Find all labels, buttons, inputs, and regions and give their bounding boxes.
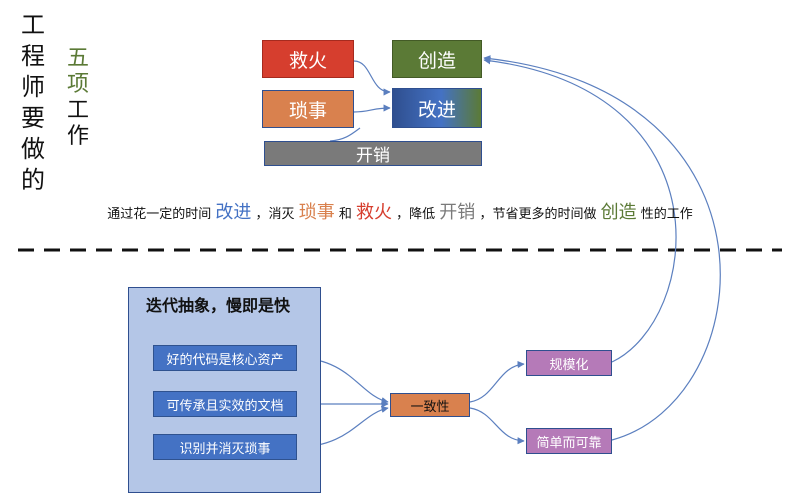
keyword-jiuhuo: 救火 [356,202,392,223]
panel-item-label: 可传承且实效的文档 [166,398,284,414]
panel-item-code: 好的代码是核心资产 [153,345,297,371]
arrow-consistency-scale [469,360,525,403]
vertical-subtitle-count: 五 项 [66,46,90,98]
subtitle-char: 作 [66,124,89,149]
box-label: 改进 [417,98,456,121]
box-label: 开销 [356,146,390,166]
summary-sentence: 通过花一定的时间 改进 ，消灭 琐事 和 救火 ，降低 开销 ，节省更多的时间做… [0,198,800,224]
box-kaixiao: 开销 [264,141,482,166]
node-consistency: 一致性 [390,393,470,417]
title-char: 工 [21,11,45,39]
title-char: 的 [21,166,45,194]
arrow-suoshi-gaijin [353,104,391,113]
keyword-gaijin: 改进 [215,202,252,223]
arrow-consistency-simple [469,407,525,445]
box-label: 救火 [288,49,327,72]
sentence-text: ，降低 [396,207,436,222]
keyword-chuangzao: 创造 [600,202,637,223]
iteration-panel [128,287,321,493]
title-char: 师 [21,73,45,101]
panel-item-label: 识别并消灭琐事 [179,441,271,457]
panel-item-label: 好的代码是核心资产 [166,352,284,368]
arrow-kaixiao-gaijin [329,127,361,142]
arrow-jiuhuo-gaijin [353,60,391,96]
title-char: 要 [21,104,45,132]
arrow-simple-chuangzao [483,55,721,441]
sentence-text: 通过花一定的时间 [107,207,212,222]
box-chuangzao: 创造 [392,40,482,78]
sentence-text: 性的工作 [640,207,693,222]
box-jiuhuo: 救火 [262,40,354,78]
panel-item-docs: 可传承且实效的文档 [153,391,297,417]
node-label: 一致性 [410,399,450,415]
panel-item-toil: 识别并消灭琐事 [153,434,297,460]
keyword-suoshi: 琐事 [298,202,335,223]
node-scale: 规模化 [526,350,612,376]
vertical-title-main: 工 程 师 要 做 的 [18,10,48,196]
arrow-scale-chuangzao [483,57,677,363]
sentence-text: 和 [338,207,352,222]
keyword-kaixiao: 开销 [439,202,476,223]
sentence-text: ，节省更多的时间做 [479,207,597,222]
box-gaijin: 改进 [392,88,482,128]
title-char: 做 [21,135,45,163]
box-suoshi: 琐事 [262,90,354,128]
subtitle-char: 工 [66,98,89,123]
node-label: 简单而可靠 [536,435,602,451]
subtitle-char: 项 [66,72,89,97]
node-simple-reliable: 简单而可靠 [526,428,612,454]
vertical-subtitle-work: 工 作 [66,98,90,150]
node-label: 规模化 [549,357,589,373]
title-char: 程 [21,42,45,70]
sentence-text: ，消灭 [255,207,295,222]
box-label: 琐事 [288,99,327,122]
box-label: 创造 [417,49,456,72]
panel-title: 迭代抽象，慢即是快 [146,296,291,315]
subtitle-char: 五 [66,46,89,71]
